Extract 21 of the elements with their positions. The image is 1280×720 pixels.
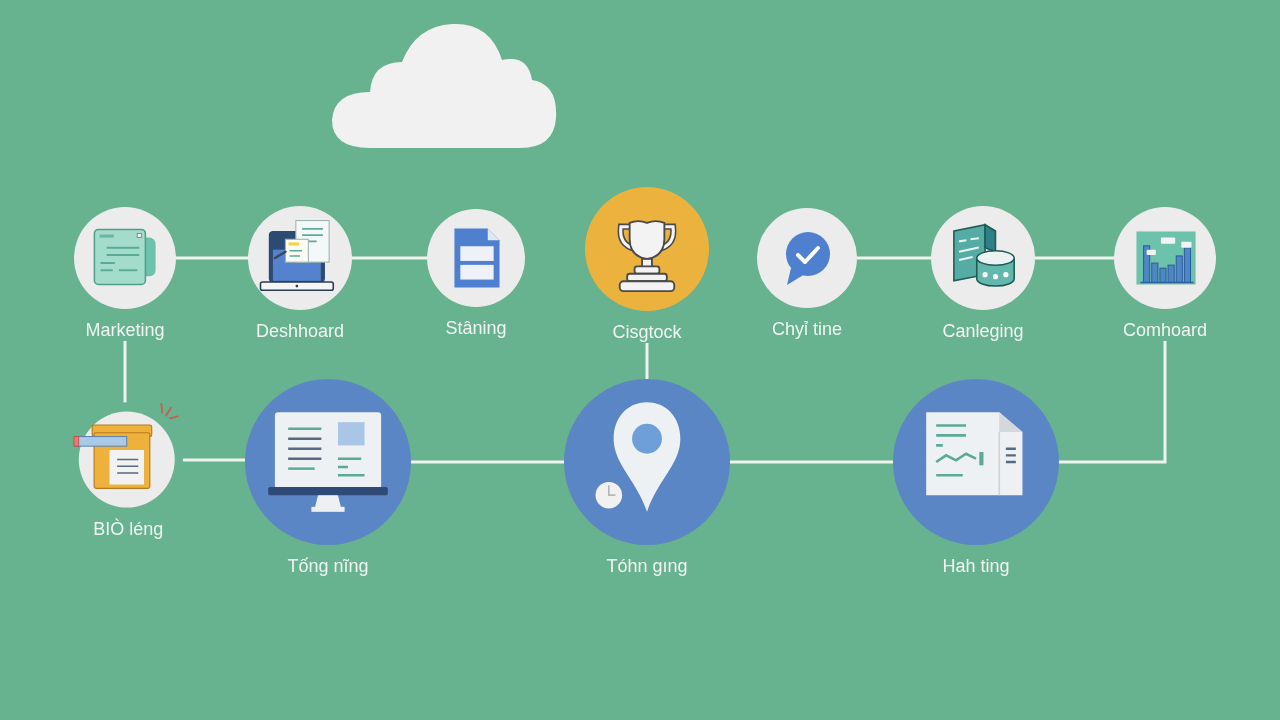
connector-line [411,460,564,464]
node-label: Stâning [445,317,507,339]
node-label: Comhoard [1122,319,1207,341]
connector-line [730,460,893,464]
connector-line [645,343,649,379]
connector-line [1035,256,1114,260]
node-label: Chyỉ tine [772,318,842,340]
node-label: Hah ting [942,555,1010,577]
node-label: Tống nĩng [287,555,369,577]
node-label: Cisgtock [612,321,682,343]
node-label: Canleging [942,320,1024,342]
connector-line [352,256,427,260]
connector-line [182,458,245,462]
connector-line [123,341,127,403]
node-label: Marketing [85,319,165,341]
connector-line [176,256,248,260]
connector-line [857,256,931,260]
node-label: Tóhn gıng [606,555,688,577]
node-label: BIÒ léng [93,518,164,540]
node-label: Deshhoard [255,320,345,342]
connector-line [1059,341,1167,464]
